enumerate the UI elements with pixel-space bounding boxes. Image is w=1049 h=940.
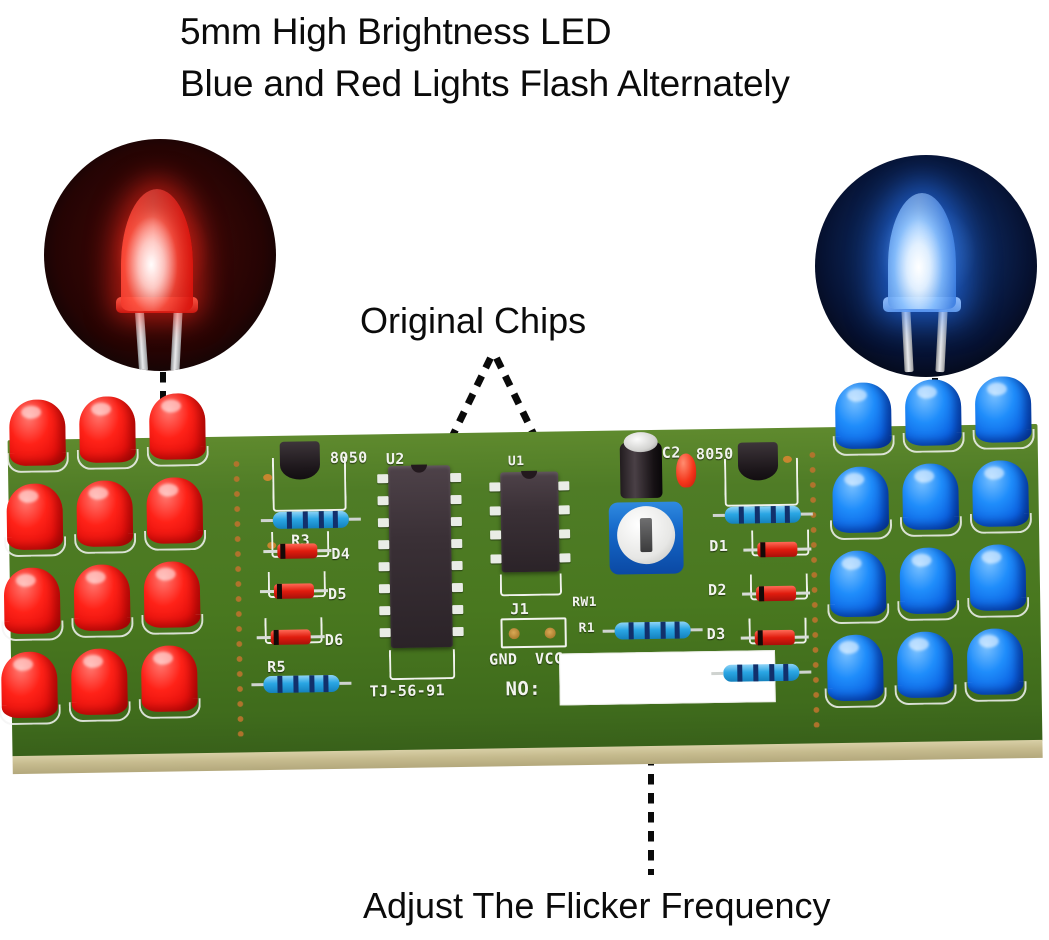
board-led-blue: [827, 550, 890, 625]
jumper-pad-gnd: [508, 628, 520, 640]
resistor-outline-r2: [723, 457, 799, 507]
silk-label-board-code: TJ-56-91: [369, 681, 446, 701]
silk-label-c2: C2: [661, 443, 681, 462]
board-led-blue: [972, 376, 1035, 451]
silk-label-d6: D6: [324, 630, 344, 650]
resistor-r1: [602, 621, 703, 640]
board-led-blue: [964, 628, 1027, 703]
silk-label-gnd: GND: [488, 650, 518, 669]
silk-label-r5: R5: [267, 657, 287, 677]
callout-original-chips: Original Chips: [360, 300, 587, 341]
board-led-red: [74, 480, 137, 555]
silk-label-serial: NO:: [505, 677, 542, 701]
silk-label-r1: R1: [578, 620, 596, 637]
board-led-red: [144, 477, 207, 552]
diode-d5: [259, 583, 328, 599]
blue-led-dome: [888, 193, 956, 309]
electrolytic-capacitor-c1: [619, 431, 663, 499]
jumper-j1[interactable]: [500, 617, 567, 649]
board-led-blue: [832, 382, 895, 457]
silk-label-u1: U1: [507, 453, 525, 470]
resistor-r3: [260, 510, 361, 529]
board-led-blue: [829, 466, 893, 541]
blue-led-leg-anode: [901, 309, 914, 373]
callout-adjust-frequency: Adjust The Flicker Frequency: [363, 885, 831, 926]
board-led-red: [76, 396, 140, 471]
diode-d2: [742, 585, 811, 602]
board-led-blue: [899, 463, 963, 538]
headline-line-2: Blue and Red Lights Flash Alternately: [180, 63, 790, 104]
board-led-red: [138, 645, 201, 720]
red-led-leg-anode: [134, 310, 149, 371]
board-led-red: [1, 567, 64, 642]
board-led-red: [0, 651, 62, 726]
blue-led-leg-cathode: [935, 309, 948, 373]
board-led-red: [146, 393, 209, 468]
board-led-red: [6, 399, 70, 474]
board-led-blue: [894, 631, 957, 706]
board-led-blue: [897, 547, 960, 622]
board-led-blue: [967, 544, 1030, 619]
silk-label-rw1: RW1: [572, 594, 597, 611]
diode-d6: [256, 629, 325, 645]
red-led-closeup: [44, 139, 276, 371]
trimpot-rw1[interactable]: [608, 501, 684, 575]
headline-line-1: 5mm High Brightness LED: [180, 11, 612, 52]
diode-d3: [740, 629, 809, 646]
board-led-red: [71, 564, 134, 639]
board-led-blue: [969, 460, 1033, 535]
ic-u1: [489, 470, 571, 573]
board-led-blue: [902, 379, 965, 454]
blue-led-closeup: [815, 155, 1037, 377]
board-led-red: [4, 483, 67, 558]
silk-label-d5: D5: [327, 584, 348, 604]
jumper-pad-vcc: [544, 627, 556, 639]
ic-u2-notch: [411, 464, 428, 473]
board-led-red: [68, 648, 131, 723]
leader-line-trimpot: [648, 660, 655, 875]
ic-u2-pins-left: [377, 466, 391, 648]
ic-u1-notch: [521, 470, 538, 480]
silk-label-d3: D3: [706, 624, 726, 644]
red-led-leg-cathode: [170, 310, 183, 371]
capacitor-top: [623, 431, 658, 453]
red-led-dome: [121, 189, 193, 311]
ic-u2: [377, 464, 464, 649]
ic-u1-pins-right: [558, 471, 571, 571]
silk-label-j1: J1: [510, 599, 530, 619]
board-led-red: [141, 561, 204, 636]
resistor-r2: [712, 505, 813, 524]
trimpot-screw-slot[interactable]: [639, 517, 653, 553]
ic-u1-pins-left: [489, 472, 502, 572]
resistor-r5: [251, 674, 352, 694]
silk-label-d4: D4: [331, 544, 351, 564]
board-led-blue: [824, 634, 887, 709]
ic-u1-socket-outline: [499, 573, 563, 597]
pcb-assembly: 8050 U2 R3 D4 D5 D6 R5: [0, 376, 1043, 775]
resistor-r4: [711, 663, 812, 682]
silk-label-d1: D1: [709, 536, 729, 556]
resistor-outline-r3: [271, 456, 347, 512]
diode-d4: [263, 543, 332, 559]
silk-label-d2: D2: [707, 580, 728, 600]
ic-u2-socket-outline: [388, 649, 456, 681]
diode-d1: [743, 541, 812, 558]
